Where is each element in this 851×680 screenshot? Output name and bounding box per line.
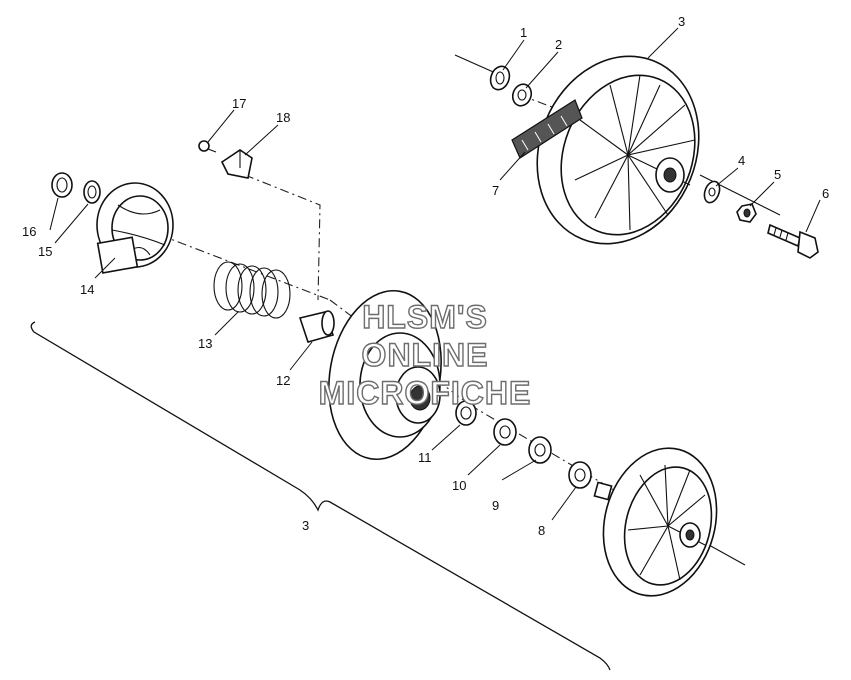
callout-labels: 1 2 3 4 5 6 7 8 9 10 11 12 13 14 15 16 1… — [22, 14, 829, 538]
callout-13: 13 — [198, 336, 212, 351]
callout-5: 5 — [774, 167, 781, 182]
bushing-11 — [455, 400, 477, 426]
callout-15: 15 — [38, 244, 52, 259]
callout-2: 2 — [555, 37, 562, 52]
screw-17 — [198, 140, 217, 153]
nut-5 — [736, 203, 757, 223]
leader-lines — [49, 27, 821, 521]
fixed-sheave-bottom — [593, 447, 718, 597]
assembly-bracket — [30, 321, 611, 671]
callout-18: 18 — [276, 110, 290, 125]
callout-17: 17 — [232, 96, 246, 111]
watermark: HLSM'S ONLINE MICROFICHE — [318, 298, 532, 411]
washer-10 — [493, 418, 517, 446]
callout-6: 6 — [822, 186, 829, 201]
callout-7: 7 — [492, 183, 499, 198]
drive-belt — [511, 99, 583, 159]
snap-ring-16 — [51, 172, 73, 198]
washer-1 — [489, 65, 511, 91]
watermark-line-2: ONLINE — [362, 337, 489, 373]
washer-4 — [703, 180, 721, 204]
callout-12: 12 — [276, 373, 290, 388]
washer-2 — [511, 83, 533, 107]
callout-16: 16 — [22, 224, 36, 239]
callout-9: 9 — [492, 498, 499, 513]
spring-13 — [213, 261, 291, 319]
assembly-callout-3: 3 — [302, 518, 309, 533]
drive-sheave-top — [536, 55, 700, 245]
bushing-12 — [298, 310, 335, 343]
callout-11: 11 — [418, 450, 432, 465]
washer-15 — [83, 180, 101, 204]
callout-1: 1 — [520, 25, 527, 40]
callout-3: 3 — [678, 14, 685, 29]
callout-4: 4 — [738, 153, 745, 168]
watermark-line-1: HLSM'S — [362, 299, 488, 335]
bolt-6 — [767, 223, 819, 259]
weight-block-18 — [220, 149, 253, 179]
moving-sheave — [328, 289, 442, 461]
watermark-line-3: MICROFICHE — [319, 375, 532, 411]
cam-14 — [96, 182, 174, 274]
callout-14: 14 — [80, 282, 94, 297]
washer-8 — [568, 461, 592, 489]
washer-9 — [528, 436, 552, 464]
callout-8: 8 — [538, 523, 545, 538]
callout-10: 10 — [452, 478, 466, 493]
